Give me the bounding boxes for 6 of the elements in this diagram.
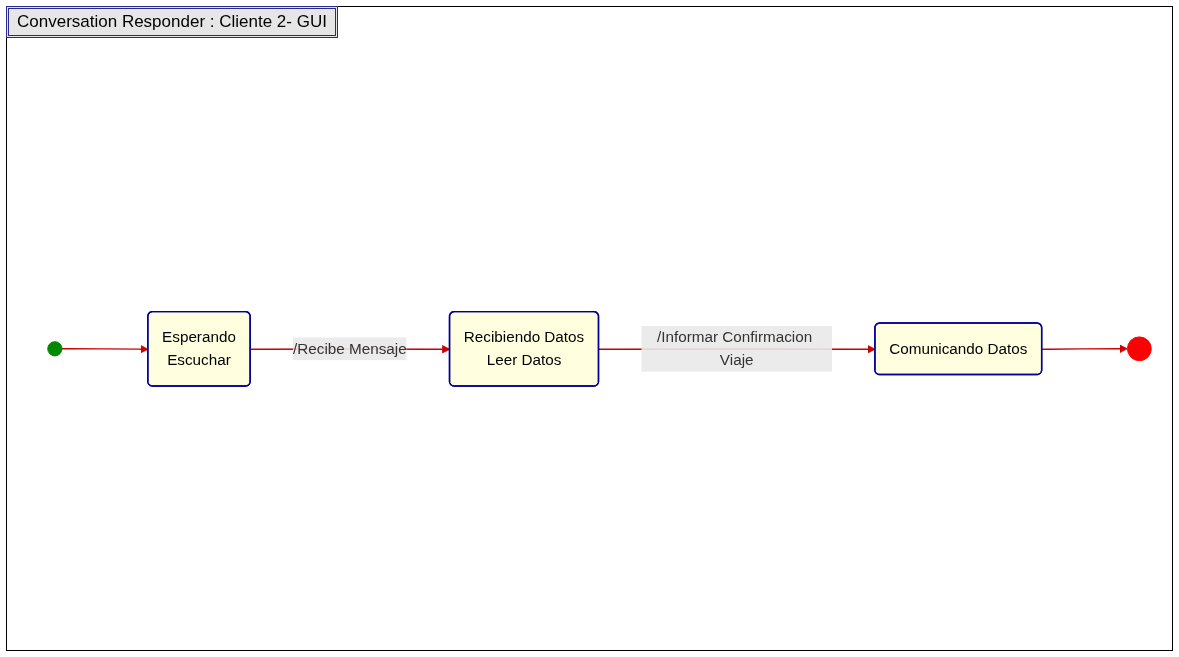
diagram-title: Conversation Responder : Cliente 2- GUI <box>6 6 338 38</box>
arrow <box>1041 344 1128 353</box>
node-circle <box>1126 336 1152 361</box>
edge-label: /Recibe Mensaje <box>293 339 407 357</box>
node-circle <box>47 340 63 357</box>
edge-label: /Informar Confirmacion Viaje <box>657 328 813 368</box>
